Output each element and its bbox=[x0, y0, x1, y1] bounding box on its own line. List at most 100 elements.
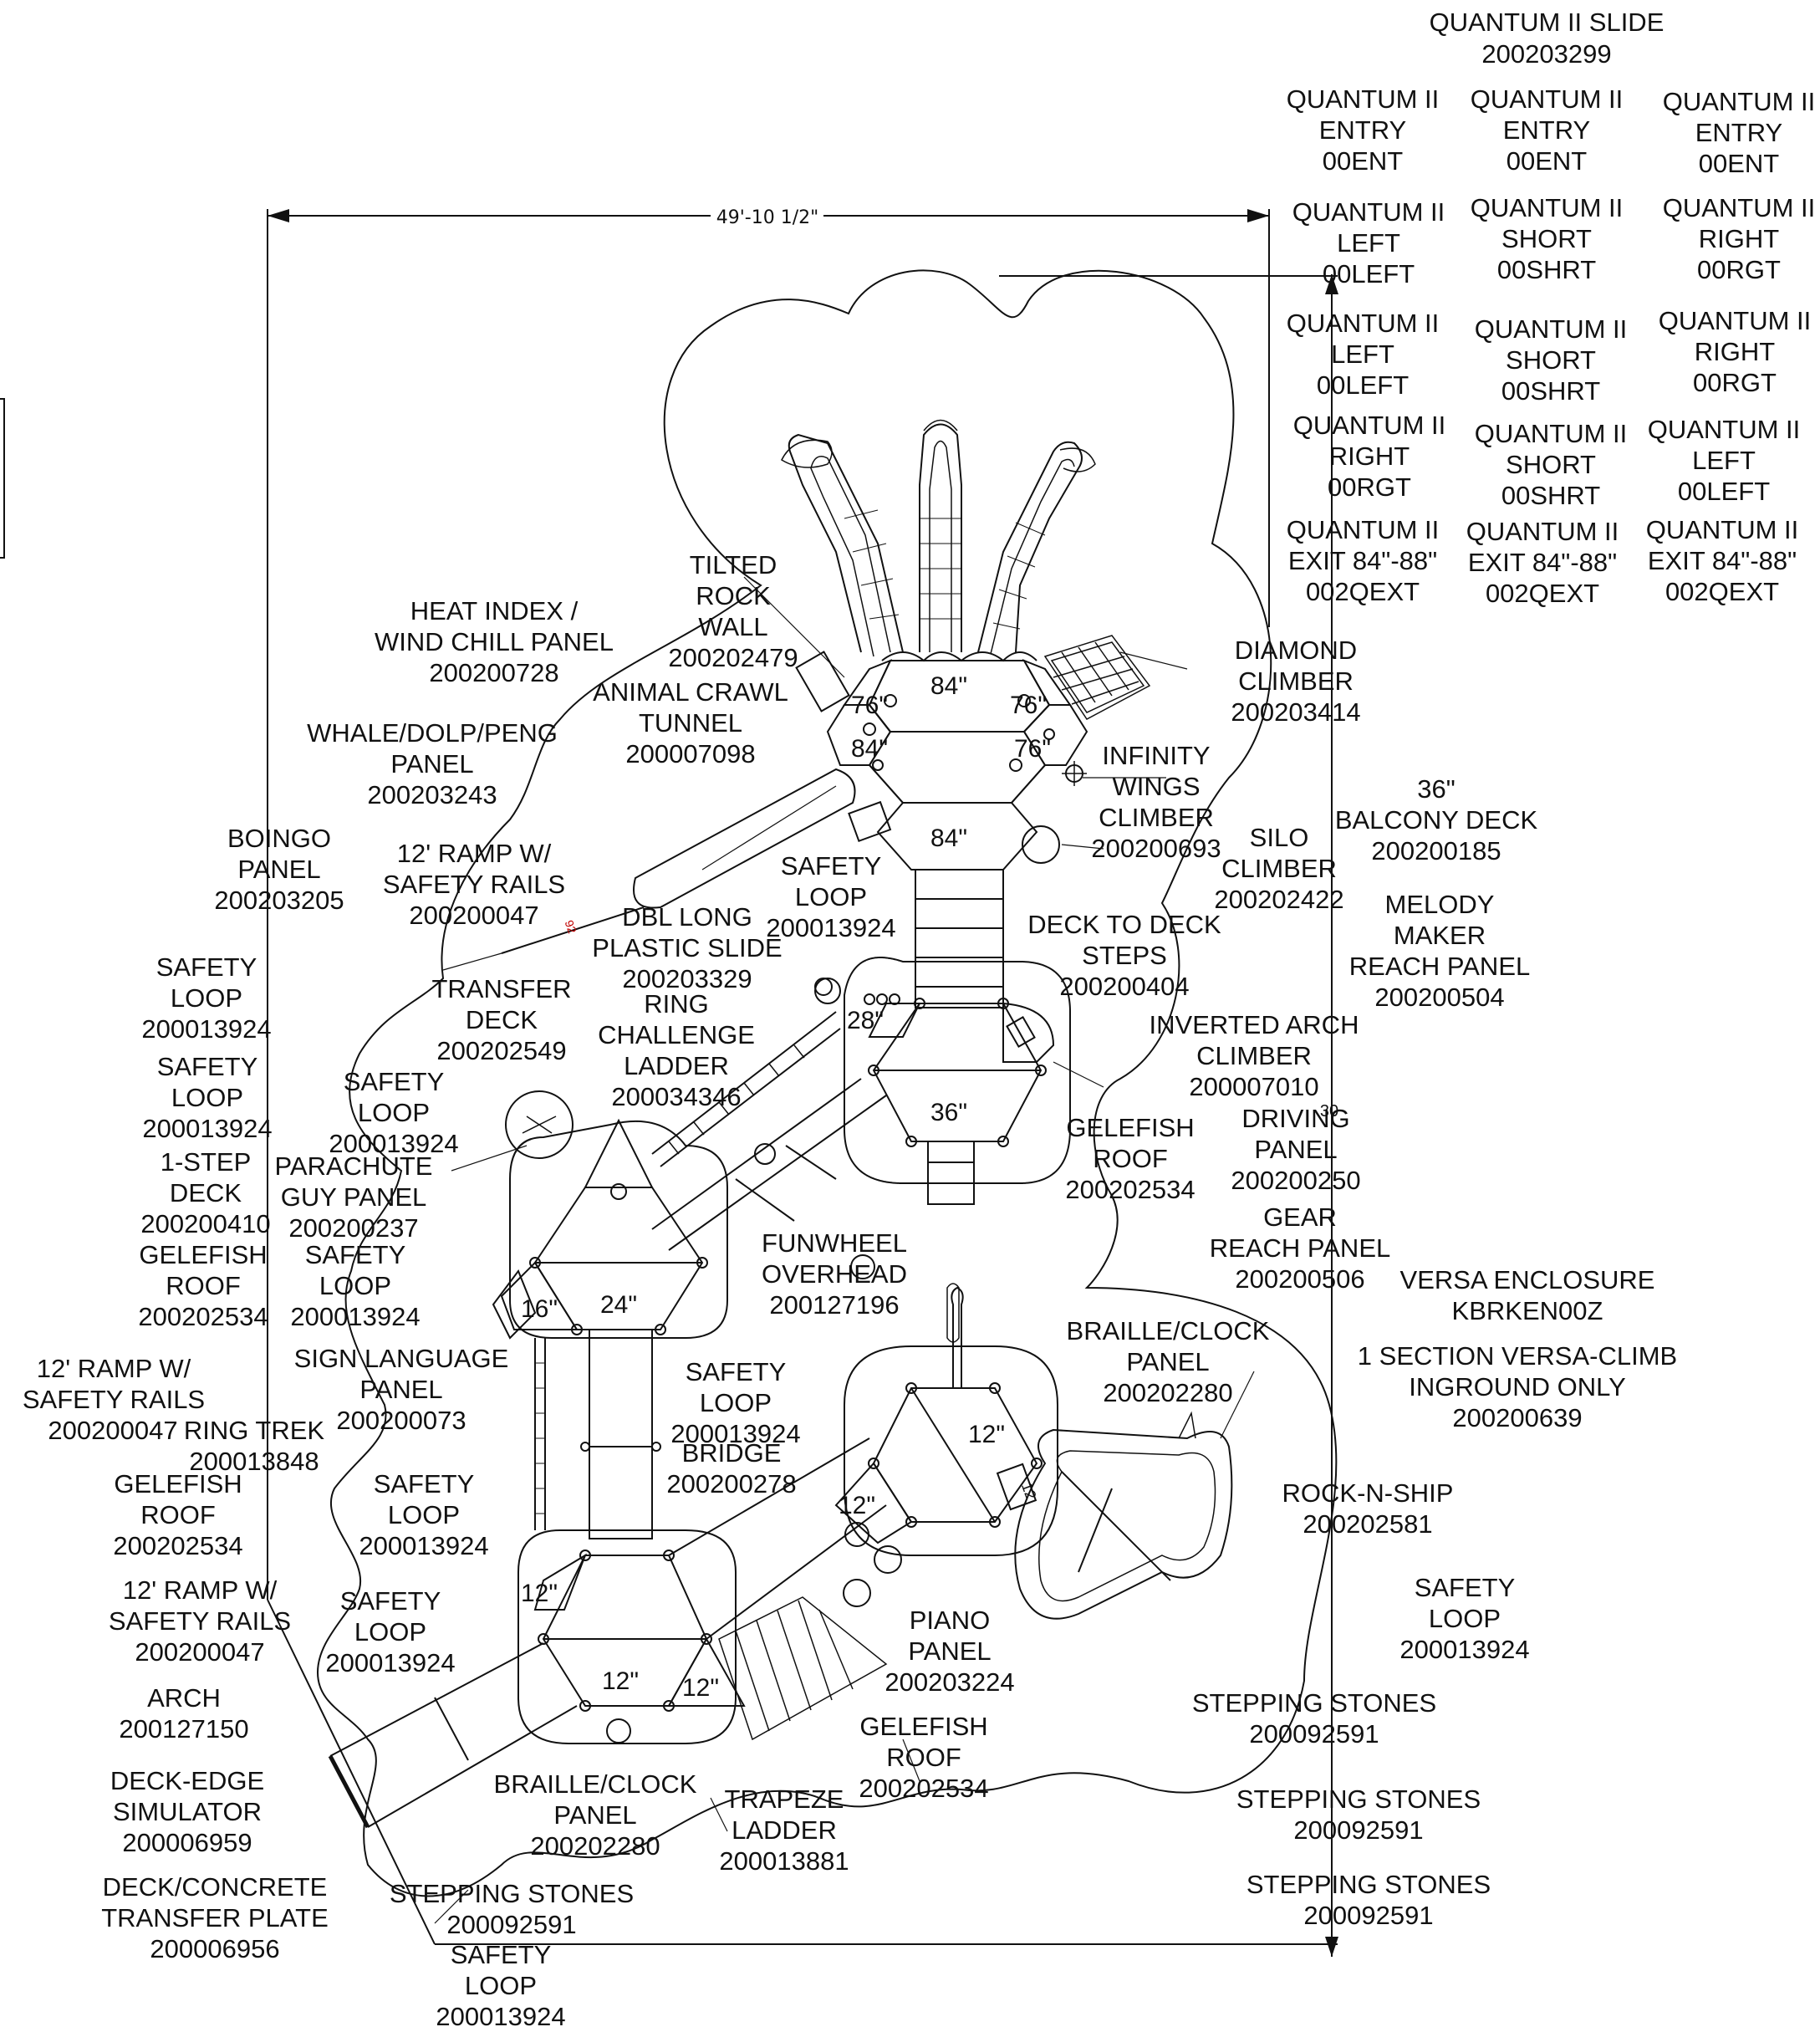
vertical-dimension bbox=[267, 274, 1338, 1957]
legend-cell-r1c2: QUANTUM II ENTRY 00ENT bbox=[1470, 84, 1624, 176]
legend-cell-r5c1: QUANTUM II EXIT 84"-88" 002QEXT bbox=[1286, 515, 1440, 606]
label-piano-panel: PIANO PANEL 200203224 bbox=[885, 1606, 1015, 1697]
use-zone-boundary bbox=[316, 269, 1338, 1897]
deck-12-right-lower bbox=[834, 1462, 913, 1544]
label-boingo-panel: BOINGO PANEL 200203205 bbox=[214, 824, 344, 915]
deck-label-16: 16" bbox=[521, 1295, 558, 1323]
deck-label-76b: 76" bbox=[1010, 692, 1047, 719]
label-melody-maker: MELODY MAKER REACH PANEL 200200504 bbox=[1348, 890, 1531, 1012]
left-tower bbox=[492, 906, 728, 1340]
versa-climb-steps bbox=[927, 1141, 975, 1205]
label-gelefish-roof-4: GELEFISH ROOF 200202534 bbox=[859, 1712, 989, 1803]
leader-lines bbox=[434, 576, 1255, 1924]
legend-cell-r1c3: QUANTUM II ENTRY 00ENT bbox=[1662, 87, 1816, 178]
legend-cell-r5c2: QUANTUM II EXIT 84"-88" 002QEXT bbox=[1466, 517, 1619, 608]
label-ramp-left: 12' RAMP W/ SAFETY RAILS bbox=[22, 1354, 206, 1414]
label-ring-challenge-ladder: RING CHALLENGE LADDER 200034346 bbox=[598, 989, 755, 1111]
dimension-width-text: 49'-10 1/2" bbox=[716, 207, 819, 228]
animal-crawl-tunnel bbox=[633, 768, 856, 909]
legend-cell-r2c3: QUANTUM II RIGHT 00RGT bbox=[1662, 193, 1816, 284]
label-versa-climb: 1 SECTION VERSA-CLIMB INGROUND ONLY 2002… bbox=[1357, 1341, 1678, 1432]
lower-left-tower bbox=[328, 1529, 746, 1829]
upper-tower bbox=[633, 635, 1151, 1008]
lower-left-roof-outline bbox=[517, 1529, 737, 1744]
deck-label-84c: 84" bbox=[930, 825, 967, 852]
legend-cell-r3c3: QUANTUM II RIGHT 00RGT bbox=[1658, 306, 1812, 397]
label-braille-clock-panel-1: BRAILLE/CLOCK PANEL 200202280 bbox=[1066, 1316, 1270, 1407]
deck-edge-panel bbox=[996, 1463, 1037, 1511]
label-bridge: BRIDGE 200200278 bbox=[666, 1438, 797, 1498]
label-ramp-lower: 12' RAMP W/ SAFETY RAILS 200200047 bbox=[108, 1575, 292, 1667]
slide-center-outline bbox=[929, 440, 952, 652]
deck-to-deck-ladder bbox=[915, 869, 1004, 1008]
legend-cell-r1c1: QUANTUM II ENTRY 00ENT bbox=[1286, 84, 1440, 176]
braille-clock-post bbox=[951, 1286, 964, 1388]
right-tower-roof-outline bbox=[844, 1345, 1058, 1556]
legend-cell-r3c1: QUANTUM II LEFT 00LEFT bbox=[1286, 309, 1440, 400]
slide-center bbox=[919, 423, 962, 652]
label-transfer-deck: TRANSFER DECK 200202549 bbox=[431, 974, 572, 1065]
label-ramp-top: 12' RAMP W/ SAFETY RAILS 200200047 bbox=[382, 839, 566, 930]
deck-label-12d: 12" bbox=[602, 1667, 639, 1695]
label-braille-clock-panel-2: BRAILLE/CLOCK PANEL 200202280 bbox=[493, 1769, 697, 1861]
label-gear-reach-panel: GEAR REACH PANEL 200200506 bbox=[1209, 1202, 1391, 1294]
label-deck-concrete-transfer-plate: DECK/CONCRETE TRANSFER PLATE 200006956 bbox=[101, 1872, 329, 1963]
label-diamond-climber: DIAMOND CLIMBER 200203414 bbox=[1231, 636, 1361, 727]
deck-label-84b: 84" bbox=[851, 735, 888, 763]
ramp-label-92: 92 bbox=[563, 918, 579, 935]
slide-left-bell bbox=[781, 439, 833, 468]
label-deck-to-deck-steps: DECK TO DECK STEPS 200200404 bbox=[1027, 910, 1221, 1001]
label-animal-crawl-tunnel: ANIMAL CRAWL TUNNEL 200007098 bbox=[593, 677, 788, 768]
label-gelefish-roof-3: GELEFISH ROOF 200202534 bbox=[113, 1469, 243, 1560]
label-safety-loop-8: SAFETY LOOP 200013924 bbox=[325, 1586, 456, 1677]
label-safety-loop-4: SAFETY LOOP 200013924 bbox=[329, 1067, 459, 1158]
ring-challenge-ladder bbox=[651, 1011, 841, 1167]
bridge bbox=[534, 1329, 661, 1539]
legend-cell-r5c3: QUANTUM II EXIT 84"-88" 002QEXT bbox=[1645, 515, 1799, 606]
legend-code: 200203299 bbox=[1481, 39, 1612, 69]
transfer-deck bbox=[492, 1269, 537, 1340]
legend-cell-r2c2: QUANTUM II SHORT 00SHRT bbox=[1470, 193, 1624, 284]
middle-tower bbox=[814, 957, 1071, 1205]
deck-label-24: 24" bbox=[600, 1291, 637, 1319]
label-deck-edge-simulator: DECK-EDGE SIMULATOR 200006959 bbox=[110, 1766, 265, 1857]
label-stepping-stones-2: STEPPING STONES 200092591 bbox=[1236, 1784, 1481, 1845]
label-silo-climber: SILO CLIMBER 200202422 bbox=[1214, 823, 1344, 914]
label-stepping-stones-1: STEPPING STONES 200092591 bbox=[1191, 1688, 1437, 1749]
silo-climber bbox=[1022, 825, 1060, 864]
label-safety-loop-9: SAFETY LOOP 200013924 bbox=[1399, 1573, 1530, 1664]
label-safety-loop-5: SAFETY LOOP 200013924 bbox=[290, 1240, 421, 1331]
funwheel-overhead bbox=[651, 1078, 887, 1251]
label-safety-loop-1: SAFETY LOOP 200013924 bbox=[766, 851, 896, 942]
deck-label-12a: 12" bbox=[968, 1421, 1005, 1448]
legend-cell-r4c2: QUANTUM II SHORT 00SHRT bbox=[1474, 419, 1628, 510]
deck-label-28: 28" bbox=[847, 1007, 884, 1034]
label-whale-panel: WHALE/DOLP/PENG PANEL 200203243 bbox=[307, 718, 558, 809]
label-parachute-guy-panel: PARACHUTE GUY PANEL 200200237 bbox=[274, 1151, 433, 1243]
label-stepping-stones-4: STEPPING STONES 200092591 bbox=[389, 1879, 635, 1939]
slide-left-outline bbox=[810, 456, 891, 657]
deck-label-12b: 12" bbox=[839, 1492, 875, 1519]
label-rock-n-ship: ROCK-N-SHIP 200202581 bbox=[1282, 1478, 1454, 1539]
slide-hoods bbox=[881, 651, 1037, 662]
diamond-climber-net bbox=[1043, 635, 1151, 720]
deck-label-12e: 12" bbox=[682, 1674, 719, 1702]
label-driving-panel: DRIVING PANEL 200200250 bbox=[1231, 1104, 1361, 1195]
label-trapeze-ladder: TRAPEZE LADDER 200013881 bbox=[719, 1784, 849, 1876]
right-tower bbox=[834, 1286, 1058, 1556]
dimension-label-30: 30 bbox=[1320, 1102, 1338, 1121]
left-tower-roof-outline bbox=[509, 1120, 728, 1339]
label-funwheel-overhead: FUNWHEEL OVERHEAD 200127196 bbox=[762, 1228, 907, 1320]
slide-rungs bbox=[844, 509, 1046, 630]
rock-n-ship bbox=[1014, 1411, 1233, 1620]
label-ramp-left-code: 200200047 bbox=[48, 1416, 178, 1445]
label-stepping-stones-3: STEPPING STONES 200092591 bbox=[1246, 1870, 1491, 1930]
slide-right-outline bbox=[990, 458, 1075, 655]
legend-title: QUANTUM II SLIDE bbox=[1429, 8, 1665, 37]
deck-16 bbox=[500, 1261, 579, 1330]
deck-label-36: 36" bbox=[930, 1099, 967, 1126]
steering-wheel bbox=[814, 978, 841, 1004]
deck-label-84a: 84" bbox=[930, 672, 967, 700]
label-arch: ARCH 200127150 bbox=[119, 1683, 249, 1744]
